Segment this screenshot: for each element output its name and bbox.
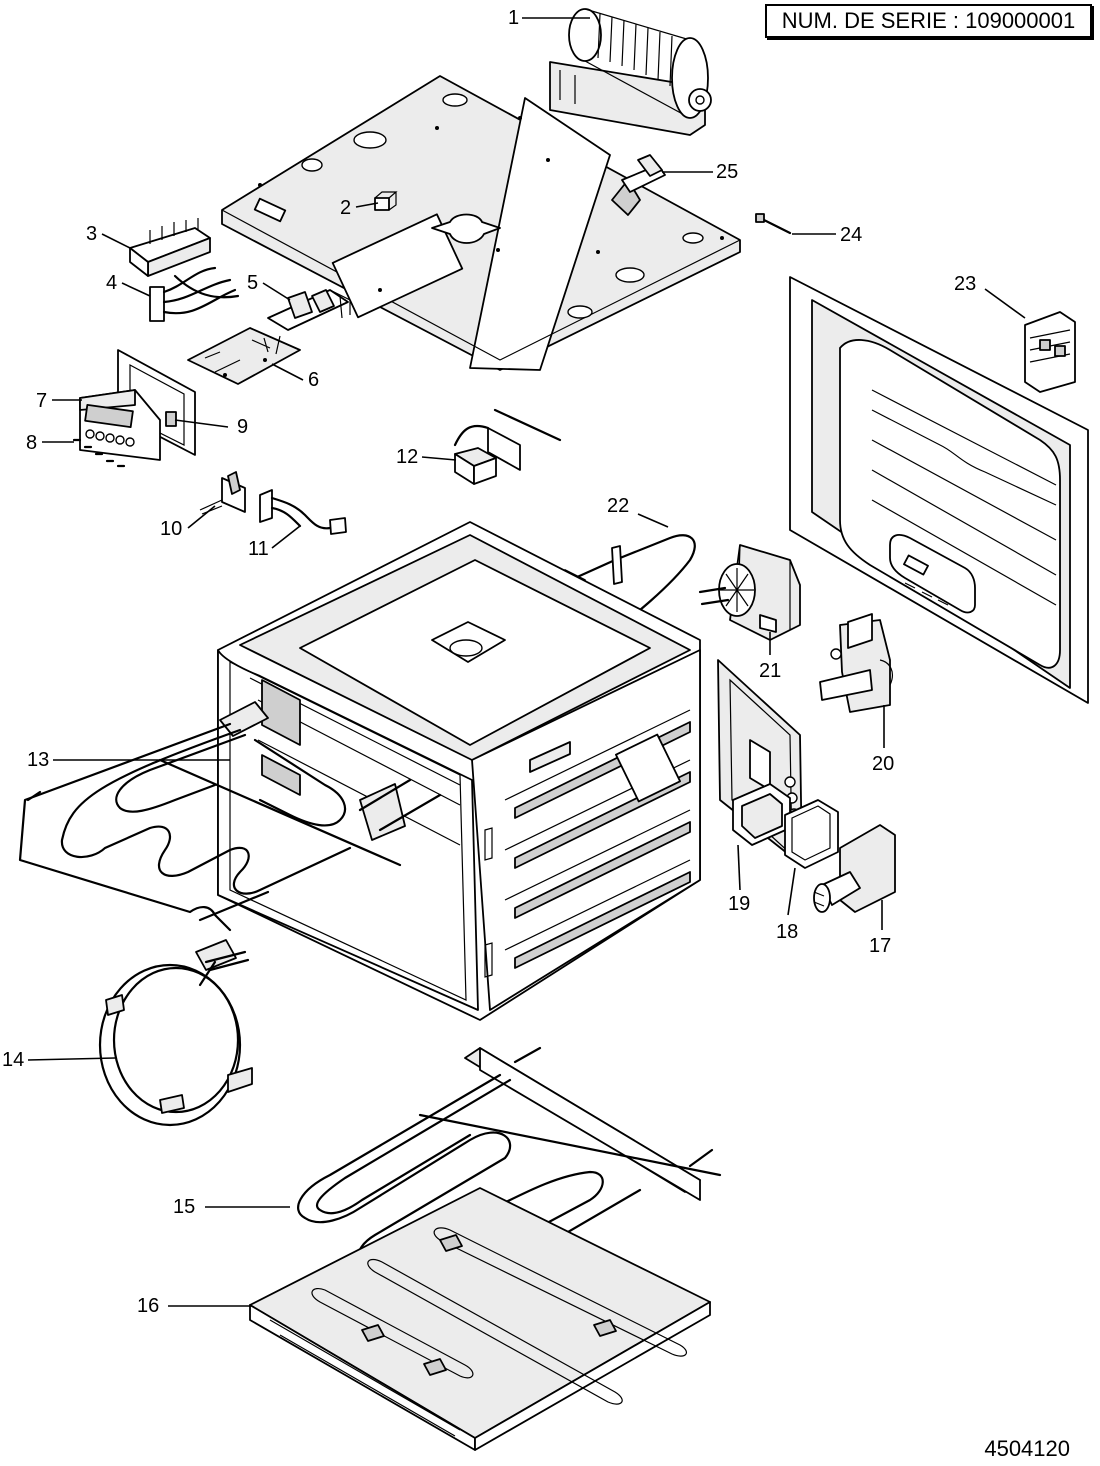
callout-2: 2 <box>340 197 352 219</box>
callout-18: 18 <box>776 921 799 943</box>
part-24-pin <box>755 213 792 235</box>
callout-14: 14 <box>2 1049 25 1071</box>
part-16-bottom-panel <box>249 1187 711 1451</box>
oven-cavity <box>217 521 701 1021</box>
part-21-fan-motor <box>698 544 801 641</box>
callout-21: 21 <box>759 660 782 682</box>
callout-19: 19 <box>728 893 751 915</box>
part-4-wiring-harness <box>149 266 240 322</box>
part-8-screws <box>72 438 126 468</box>
callout-13: 13 <box>27 749 50 771</box>
part-20-selector-switch <box>819 613 893 713</box>
part-3-terminal-block <box>129 218 211 277</box>
part-15-lower-element <box>297 1046 722 1299</box>
part-5-relay <box>267 289 351 331</box>
callout-25: 25 <box>716 161 739 183</box>
callout-17: 17 <box>869 935 892 957</box>
callout-5: 5 <box>247 272 259 294</box>
callout-15: 15 <box>173 1196 196 1218</box>
callout-24: 24 <box>840 224 863 246</box>
part-18-gasket <box>784 799 839 869</box>
callout-1: 1 <box>508 7 520 29</box>
document-number: 4504120 <box>984 1436 1070 1461</box>
part-23-door-hinge <box>1024 311 1076 393</box>
callout-8: 8 <box>26 432 38 454</box>
callout-6: 6 <box>308 369 320 391</box>
part-13-grill-element <box>18 701 442 932</box>
callout-11: 11 <box>248 538 269 560</box>
part-10-door-switch <box>199 471 246 515</box>
callout-10: 10 <box>160 518 183 540</box>
serial-number-box: NUM. DE SERIE : 109000001 <box>765 4 1092 38</box>
callout-3: 3 <box>86 223 98 245</box>
part-6-electronic-board <box>187 327 301 385</box>
callout-7: 7 <box>36 390 48 412</box>
callout-22: 22 <box>607 495 630 517</box>
oven-door-panel <box>789 276 1089 704</box>
top-panel <box>221 75 741 371</box>
part-11-cable <box>259 489 347 535</box>
leader-lines <box>27 17 1026 1307</box>
callout-23: 23 <box>954 273 977 295</box>
part-12-safety-thermostat <box>453 408 562 485</box>
callout-4: 4 <box>106 272 118 294</box>
callout-20: 20 <box>872 753 895 775</box>
callout-9: 9 <box>237 416 249 438</box>
callout-12: 12 <box>396 446 419 468</box>
callout-16: 16 <box>137 1295 160 1317</box>
part-14-circular-element <box>98 939 253 1127</box>
part-25-lamp-bracket <box>621 154 666 193</box>
part-17-knob-lamp <box>813 824 896 913</box>
part-1-tangential-fan <box>549 8 712 136</box>
part-7-timer-display <box>79 389 161 461</box>
